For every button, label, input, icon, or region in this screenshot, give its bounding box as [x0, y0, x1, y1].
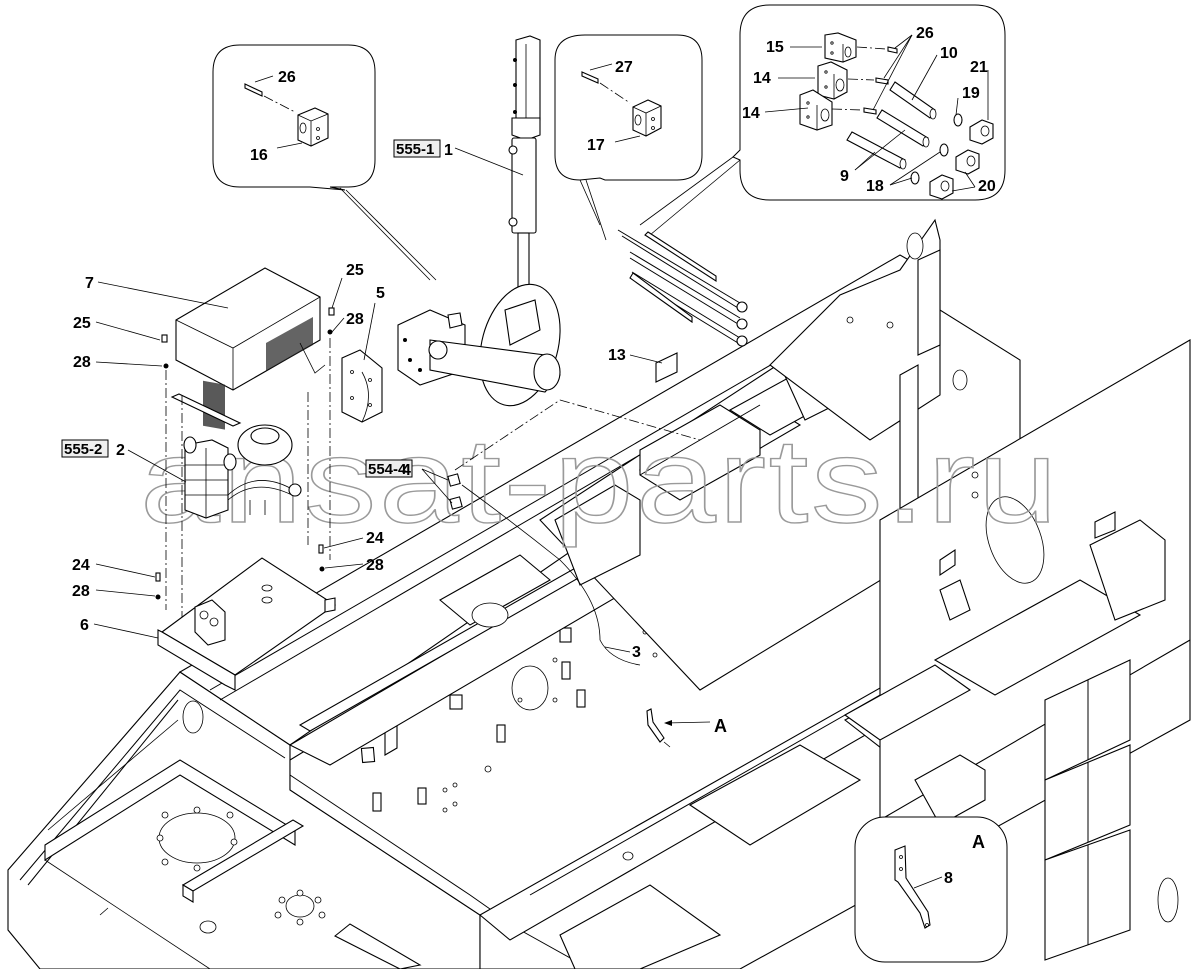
part-2-valve	[183, 424, 302, 519]
callout-24a: 24	[72, 557, 90, 574]
part-7-cover	[170, 267, 326, 430]
clamp-block-15	[824, 32, 857, 63]
bolt-circle-2	[274, 889, 326, 926]
detail-a-title: A	[972, 832, 985, 852]
callout-15: 15	[766, 39, 784, 56]
callout-9: 9	[840, 168, 849, 185]
callout-10: 10	[940, 45, 958, 62]
clamp-block-14a	[817, 61, 848, 100]
callout-18: 18	[866, 178, 884, 195]
part-6-plate	[157, 557, 336, 691]
detail-bubble-16: 26 16	[212, 44, 437, 281]
callout-7: 7	[85, 275, 94, 292]
watermark: ansat-parts.ru	[140, 414, 1060, 548]
part-1-mast-disc	[397, 35, 561, 407]
callout-17: 17	[587, 137, 605, 154]
callout-6: 6	[80, 617, 89, 634]
callout-2: 2	[116, 442, 125, 459]
callout-16: 16	[250, 147, 268, 164]
callout-28a: 28	[73, 354, 91, 371]
callout-28c: 28	[72, 583, 90, 600]
callout-28b: 28	[346, 311, 364, 328]
ref-555-2[interactable]: 555-2	[61, 439, 109, 458]
ref-554-4[interactable]: 554-4	[365, 459, 413, 478]
ref-555-1-text: 555-1	[396, 141, 434, 158]
callout-27: 27	[615, 59, 633, 76]
callout-14b: 14	[742, 105, 760, 122]
callout-19: 19	[962, 85, 980, 102]
detail-bubble-17: 27 17	[554, 34, 703, 241]
callout-8: 8	[944, 870, 953, 887]
pipe-assembly	[617, 229, 748, 347]
callout-21: 21	[970, 59, 988, 76]
detail-a-bubble: A 8	[854, 816, 1008, 963]
detail-bubble-tubes: 15 14 14 26 10 21 19 9 18 20	[639, 4, 1006, 236]
screw-26-icon	[244, 83, 263, 97]
callout-25a: 25	[73, 315, 91, 332]
callout-28d: 28	[366, 557, 384, 574]
callout-24b: 24	[366, 530, 384, 547]
callout-14a: 14	[753, 70, 771, 87]
part-4-connectors	[421, 468, 641, 666]
machine-frame	[7, 218, 1191, 969]
callout-3: 3	[632, 644, 641, 661]
callout-4: 4	[402, 462, 411, 479]
detail-a-marker[interactable]: A	[714, 716, 727, 736]
clamp-block-14b	[799, 89, 833, 131]
part-13-plate	[655, 352, 678, 383]
callout-5: 5	[376, 285, 385, 302]
bracket-8-location	[646, 708, 671, 748]
callout-26: 26	[278, 69, 296, 86]
callout-1: 1	[444, 142, 453, 159]
part-5-block	[341, 349, 383, 423]
callout-25b: 25	[346, 262, 364, 279]
callout-13: 13	[608, 347, 626, 364]
callout-26b: 26	[916, 25, 934, 42]
ref-555-1[interactable]: 555-1	[393, 139, 441, 158]
ref-555-2-text: 555-2	[64, 441, 102, 458]
callout-20: 20	[978, 178, 996, 195]
ref-554-4-text: 554-4	[368, 461, 407, 478]
